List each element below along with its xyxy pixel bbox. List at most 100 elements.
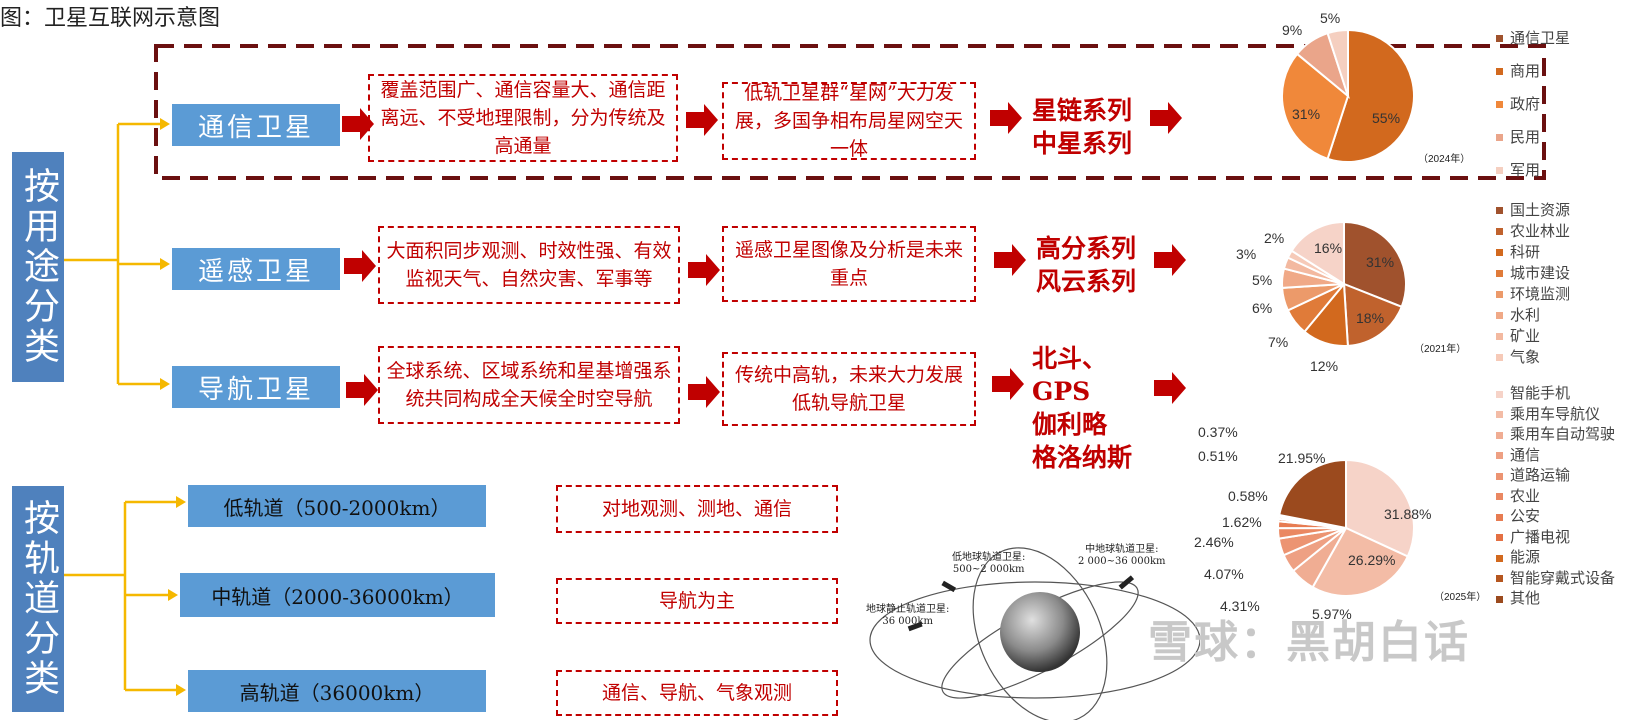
trend-navigation: 传统中高轨，未来大力发展低轨导航卫星 — [722, 352, 976, 426]
pie2-label: 6% — [1252, 300, 1273, 316]
series-communication: 星链系列 中星系列 — [1032, 94, 1132, 160]
legend-label: 矿业 — [1510, 328, 1541, 345]
pie2-label: 12% — [1310, 358, 1339, 374]
pie3-label: 21.95% — [1278, 450, 1326, 466]
legend-swatch — [1496, 134, 1503, 141]
legend-label: 广播电视 — [1510, 528, 1571, 546]
pie2-label: 16% — [1314, 240, 1343, 256]
legend-label: 政府 — [1510, 96, 1541, 113]
pie2-label: 3% — [1236, 246, 1257, 262]
series-item: GPS — [1032, 377, 1091, 406]
legend-label: 智能穿戴式设备 — [1510, 569, 1616, 587]
series-item: 北斗、 — [1032, 344, 1108, 373]
legend-label: 能源 — [1510, 549, 1541, 566]
legend-swatch — [1496, 249, 1503, 256]
legend-item: 智能手机 — [1496, 384, 1615, 405]
legend-item: 矿业 — [1496, 326, 1570, 347]
legend-item: 农业林业 — [1496, 221, 1570, 242]
legend-swatch — [1496, 534, 1503, 542]
pie-slice — [1311, 526, 1410, 597]
series-item: 风云系列 — [1036, 267, 1137, 296]
orbit-use-high: 通信、导航、气象观测 — [556, 670, 838, 716]
legend-label: 通信 — [1510, 446, 1541, 464]
legend-item: 政府 — [1496, 88, 1570, 121]
legend-swatch — [1496, 312, 1503, 319]
legend-swatch — [1496, 493, 1503, 501]
legend-item: 乘用车自动驾驶 — [1496, 425, 1615, 446]
pie-year-2021: （2021年） — [1414, 344, 1467, 355]
pie3-label: 1.62% — [1222, 514, 1262, 530]
orbit-label-line: 2 000~36 000km — [1078, 556, 1166, 567]
legend-item: 通信 — [1496, 446, 1615, 467]
series-remote-sensing: 高分系列 风云系列 — [1036, 232, 1136, 298]
orbit-low: 低轨道（500-2000km） — [188, 485, 486, 527]
legend-swatch — [1496, 333, 1503, 340]
type-communication: 通信卫星 — [172, 104, 340, 146]
legend-label: 智能手机 — [1510, 385, 1571, 402]
legend-item: 农业 — [1496, 487, 1615, 508]
legend-label: 商用 — [1510, 63, 1541, 80]
legend-label: 公安 — [1510, 508, 1541, 525]
legend-item: 军用 — [1496, 154, 1570, 187]
legend-item: 国土资源 — [1496, 200, 1570, 221]
pie-slice — [1345, 458, 1415, 558]
legend-swatch — [1496, 291, 1503, 298]
pie-slice — [1343, 220, 1407, 309]
pie3-label: 26.29% — [1348, 552, 1396, 568]
legend-swatch — [1496, 207, 1503, 214]
pie-slice — [1290, 220, 1345, 286]
orbit-label-line: 低地球轨道卫星: — [952, 552, 1026, 563]
legend-pie-2025: 智能手机 乘用车导航仪 乘用车自动驾驶 通信 道路运输 农业 公安 广播电视 能… — [1496, 384, 1615, 610]
legend-swatch — [1496, 431, 1503, 439]
pie3-label: 0.37% — [1198, 424, 1238, 440]
orbit-label-geo: 地球静止轨道卫星: 36 000km — [866, 604, 949, 628]
orbit-label-mid: 中地球轨道卫星: 2 000~36 000km — [1078, 544, 1166, 568]
pie3-label: 5.97% — [1312, 606, 1352, 622]
orbit-use-low: 对地观测、测地、通信 — [556, 485, 838, 533]
legend-item: 通信卫星 — [1496, 22, 1570, 55]
legend-item: 道路运输 — [1496, 466, 1615, 487]
legend-label: 农业 — [1510, 487, 1541, 505]
legend-item: 环境监测 — [1496, 284, 1570, 305]
legend-swatch — [1496, 575, 1503, 583]
legend-label: 军用 — [1510, 162, 1541, 179]
orbit-use-mid: 导航为主 — [556, 578, 838, 624]
legend-label: 其他 — [1510, 590, 1541, 607]
pie3-label: 2.46% — [1194, 534, 1234, 550]
orbit-label-line: 500~2 000km — [952, 564, 1025, 575]
pie-year-2025: （2025年） — [1434, 592, 1487, 603]
orbit-category-box: 按轨道分类 — [12, 486, 64, 712]
legend-swatch — [1496, 270, 1503, 277]
trend-remote-sensing: 遥感卫星图像及分析是未来重点 — [722, 226, 976, 302]
legend-item: 城市建设 — [1496, 263, 1570, 284]
legend-item: 智能穿戴式设备 — [1496, 569, 1615, 590]
legend-swatch — [1496, 554, 1503, 562]
legend-label: 科研 — [1510, 244, 1541, 261]
pie2-label: 2% — [1264, 230, 1285, 246]
legend-item: 气象 — [1496, 347, 1570, 368]
pie3-label: 0.51% — [1198, 448, 1238, 464]
legend-swatch — [1496, 101, 1503, 108]
legend-label: 民用 — [1510, 129, 1541, 146]
legend-label: 道路运输 — [1510, 467, 1571, 484]
legend-swatch — [1496, 35, 1503, 42]
legend-swatch — [1496, 595, 1503, 603]
legend-pie-2024: 通信卫星 商用 政府 民用 军用 — [1496, 22, 1570, 187]
pie2-label: 31% — [1366, 254, 1395, 270]
pie1-label: 5% — [1320, 10, 1341, 26]
legend-swatch — [1496, 390, 1503, 398]
series-item: 星链系列 — [1032, 96, 1133, 125]
legend-label: 国土资源 — [1510, 202, 1571, 219]
legend-label: 乘用车自动驾驶 — [1510, 426, 1616, 443]
legend-swatch — [1496, 452, 1503, 460]
legend-item: 其他 — [1496, 589, 1615, 610]
pie2-label: 7% — [1268, 334, 1289, 350]
legend-label: 气象 — [1510, 349, 1541, 366]
legend-item: 民用 — [1496, 121, 1570, 154]
legend-swatch — [1496, 228, 1503, 235]
legend-swatch — [1496, 411, 1503, 419]
pie3-label: 31.88% — [1384, 506, 1432, 522]
legend-swatch — [1496, 354, 1503, 361]
legend-label: 城市建设 — [1510, 265, 1571, 282]
